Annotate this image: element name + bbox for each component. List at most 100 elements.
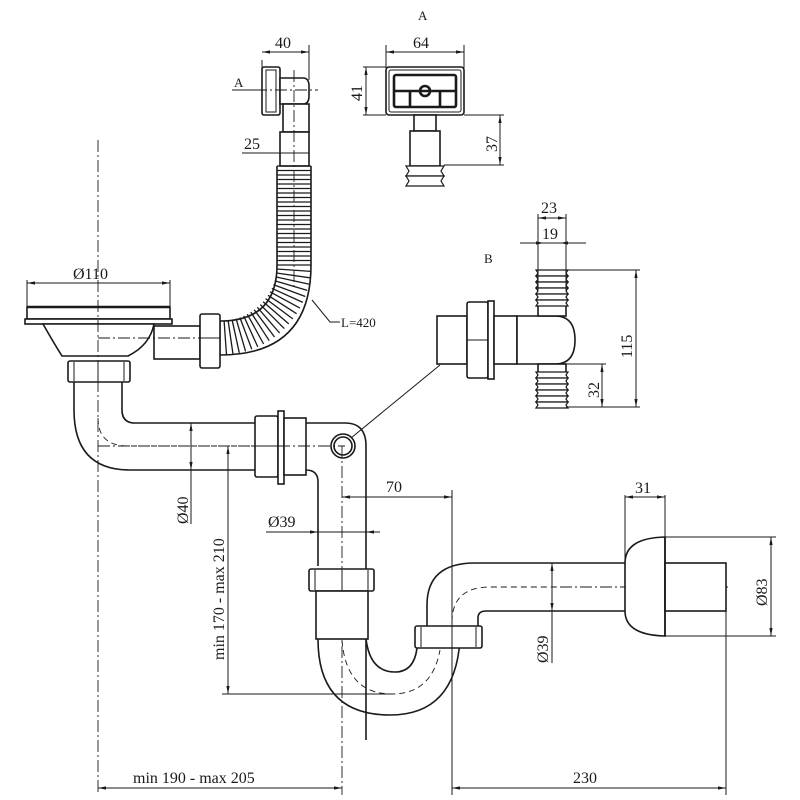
overflow-side-view: A	[232, 66, 318, 290]
hose-corrugation	[243, 315, 259, 348]
hose-corrugation	[276, 272, 311, 279]
strainer-rim	[26, 306, 171, 320]
tee-connection-inner	[333, 436, 353, 456]
dim-text-tee-outer: 23	[541, 200, 557, 217]
tee-rib	[534, 383, 570, 391]
outlet-pipe-inner	[477, 610, 625, 626]
dim-text-pipe-diameter-39-vertical: Ø39	[268, 514, 296, 531]
hose-corrugation	[265, 298, 294, 320]
dim-text-overflow-neck-height: 37	[484, 136, 501, 152]
hose-corrugation	[276, 268, 311, 273]
overflow-flange-inner	[265, 69, 277, 113]
overflow-front-view-a: A	[385, 8, 465, 187]
overflow-flange	[261, 66, 281, 116]
trap-u-outer	[317, 638, 461, 716]
dim-text-horizontal-range: min 190 - max 205	[133, 770, 255, 787]
tee-hose-ribs	[534, 269, 570, 409]
overflow-inlet-pipe	[153, 325, 201, 360]
tee-elbow	[516, 315, 576, 365]
pipe-outer-contour	[73, 382, 258, 471]
hose-corrugation	[239, 317, 253, 350]
tee-body	[493, 315, 518, 365]
overflow-ribs	[404, 165, 446, 187]
tee-rib	[534, 371, 570, 379]
view-b-title: B	[484, 251, 493, 266]
tee-rib	[534, 287, 570, 295]
overflow-elbow-neck	[282, 103, 310, 133]
hose-corrugation	[256, 306, 281, 334]
tee-flange	[487, 300, 495, 380]
hose-corrugation	[269, 291, 301, 309]
hose-corrugation	[271, 287, 304, 303]
tee-rib	[534, 293, 570, 301]
hose-nut	[199, 313, 221, 369]
flexible-hose	[219, 165, 312, 356]
hose-corrugation	[246, 313, 265, 345]
detail-b-leader	[350, 364, 441, 439]
tee-rib	[534, 389, 570, 397]
dim-text-overflow-head-width: 64	[413, 35, 429, 52]
s-trap	[308, 536, 728, 716]
dim-text-tee-height: 115	[619, 335, 636, 358]
trap-sleeve	[315, 590, 369, 640]
tee-rib	[534, 269, 570, 277]
hose-length-leader	[311, 299, 340, 323]
hose-corrugation	[262, 301, 290, 325]
hose-corrugation	[275, 276, 310, 285]
tee-rib	[534, 281, 570, 289]
dim-text-strainer-diameter: Ø110	[73, 266, 108, 283]
hose-outline-inner	[219, 166, 278, 322]
hose-corrugation	[250, 311, 270, 342]
hose-corrugation	[259, 304, 285, 330]
strainer-bowl	[41, 323, 155, 357]
dim-text-socket-length: 31	[635, 480, 651, 497]
dim-text-tee-inner: 19	[542, 226, 558, 243]
trap-u-inner	[365, 638, 418, 673]
overflow-neck	[413, 114, 437, 132]
outlet-pipe-outer	[426, 562, 625, 626]
dim-text-overflow-head-height: 41	[349, 85, 366, 101]
strainer-nut	[67, 360, 131, 383]
section-a-marker: A	[234, 75, 244, 90]
dim-text-pipe-diameter-40: Ø40	[175, 496, 192, 524]
hose-corrugation	[253, 309, 276, 338]
hose-corrugation	[235, 318, 247, 352]
union-body	[283, 417, 307, 476]
hose-outline-outer	[219, 166, 312, 356]
dim-text-height-range: min 170 - max 210	[211, 538, 228, 660]
dim-text-overflow-width: 40	[275, 35, 291, 52]
hose-corrugation	[273, 283, 306, 298]
overflow-screw	[418, 84, 432, 98]
hose-corrugation	[223, 320, 228, 355]
main-drain-pipe	[73, 140, 441, 795]
dim-text-tee-spigot: 32	[586, 382, 603, 398]
tee-connection-outer	[330, 433, 356, 459]
dim-text-offset-70: 70	[386, 479, 402, 496]
siphon-outer-right	[306, 422, 367, 740]
hose-corrugation	[227, 320, 234, 355]
dim-text-socket-diameter: Ø83	[754, 578, 771, 606]
dim-text-pipe-diameter-39-outlet: Ø39	[535, 635, 552, 663]
dim-text-overflow-pipe: 25	[244, 136, 260, 153]
overflow-head-inner	[388, 69, 462, 113]
trap-nut-right	[414, 625, 483, 649]
overflow-elbow-head	[279, 77, 310, 105]
siphon-inner-left	[305, 469, 319, 566]
union-flange	[277, 410, 285, 485]
tee-inlet-pipe	[436, 315, 468, 365]
wall-socket-bell	[624, 536, 666, 637]
tee-rib	[534, 401, 570, 409]
outlet-bend-centerline	[451, 586, 560, 623]
hose-corrugation	[231, 319, 240, 354]
hose-corrugation	[274, 280, 308, 292]
tee-rib	[534, 395, 570, 403]
overflow-pipe-sleeve	[279, 131, 310, 167]
tee-rib	[534, 377, 570, 385]
dim-text-outlet-length: 230	[573, 770, 597, 787]
tee-rib	[534, 299, 570, 307]
sink-strainer	[24, 305, 221, 383]
dim-text-flex-hose-length: L=420	[341, 315, 376, 330]
wall-socket-pipe	[664, 562, 727, 612]
detail-b-tee: B	[436, 251, 576, 409]
